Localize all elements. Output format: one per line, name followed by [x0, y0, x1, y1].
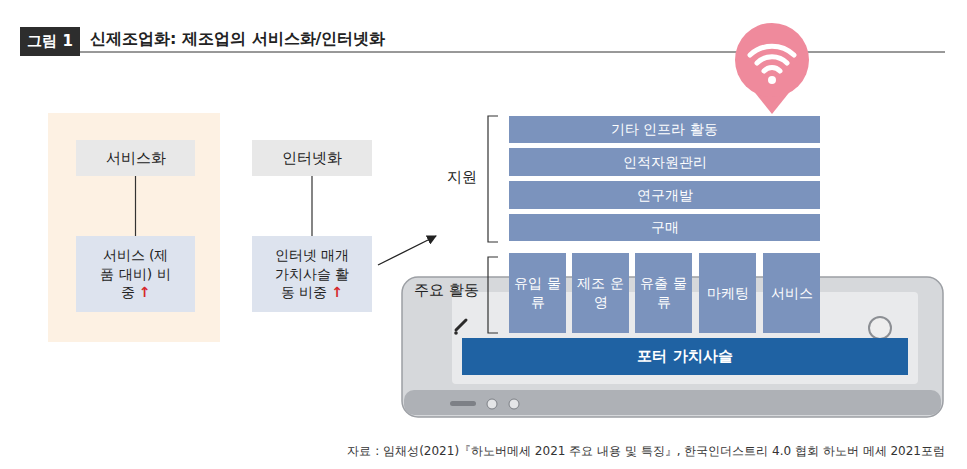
text-box: 마케팅: [699, 253, 756, 333]
box-text: 그림 1: [27, 32, 73, 50]
group-label: 주요 활동: [414, 281, 479, 300]
box-text: 서비스화: [106, 149, 166, 167]
leader-arrow: [378, 236, 436, 265]
tablet-edge: [404, 390, 941, 415]
box-text: 포터 가치사슬: [637, 347, 732, 365]
text-box: 인적자원관리: [509, 148, 820, 176]
text-box: 기타 인프라 활동: [509, 116, 820, 143]
box-text: 연구개발: [637, 187, 693, 203]
figure-badge: 그림 1: [20, 27, 80, 56]
box-text: 인터넷화: [282, 149, 342, 167]
text-box: 유출 물류: [635, 253, 692, 333]
home-button: [869, 317, 891, 339]
box-text: 제조 운영: [577, 275, 623, 310]
box-text: 서비스 (제품 대비) 비중: [100, 247, 170, 301]
bubble: [735, 23, 809, 97]
wifi-arc: [757, 57, 787, 63]
text-box: 포터 가치사슬: [462, 338, 908, 375]
text-box: 인터넷화: [252, 140, 372, 176]
box-text: 유출 물류: [640, 275, 686, 310]
connector: [311, 176, 312, 236]
wifi-arc: [750, 46, 794, 55]
text-box: 서비스 (제품 대비) 비중↑: [76, 236, 195, 312]
text-box: 구매: [509, 214, 820, 241]
bracket: [488, 116, 498, 242]
text-box: 연구개발: [509, 181, 820, 209]
button: [509, 399, 519, 409]
box-text: 구매: [651, 219, 679, 235]
box-text: 마케팅: [707, 285, 749, 301]
box-text: 유입 물류: [514, 275, 560, 310]
group-label: 지원: [447, 168, 477, 187]
box-text: 기타 인프라 활동: [611, 121, 718, 137]
camera-mark: [456, 320, 466, 330]
increase-arrow: ↑: [139, 284, 151, 300]
increase-arrow: ↑: [331, 284, 343, 300]
text-box: 유입 물류: [509, 253, 566, 333]
text-box: 인터넷 매개 가치사슬 활동 비중↑: [252, 236, 372, 312]
panel: [48, 113, 220, 342]
connector: [135, 176, 136, 236]
button: [487, 399, 497, 409]
wifi-arc: [764, 68, 780, 71]
camera-dot: [454, 331, 458, 335]
figure-title: 신제조업화: 제조업의 서비스화/인터넷화: [90, 29, 385, 50]
wifi-dot: [768, 76, 776, 84]
box-text: 서비스: [771, 285, 813, 301]
text-box: 서비스: [763, 253, 820, 333]
text-box: 서비스화: [76, 140, 195, 176]
port: [450, 401, 476, 406]
box-text: 인적자원관리: [623, 154, 707, 170]
bracket: [488, 257, 498, 333]
source-caption: 자료 : 임채성(2021)『하노버메세 2021 주요 내용 및 특징』, 한…: [347, 443, 945, 460]
text-box: 제조 운영: [572, 253, 629, 333]
